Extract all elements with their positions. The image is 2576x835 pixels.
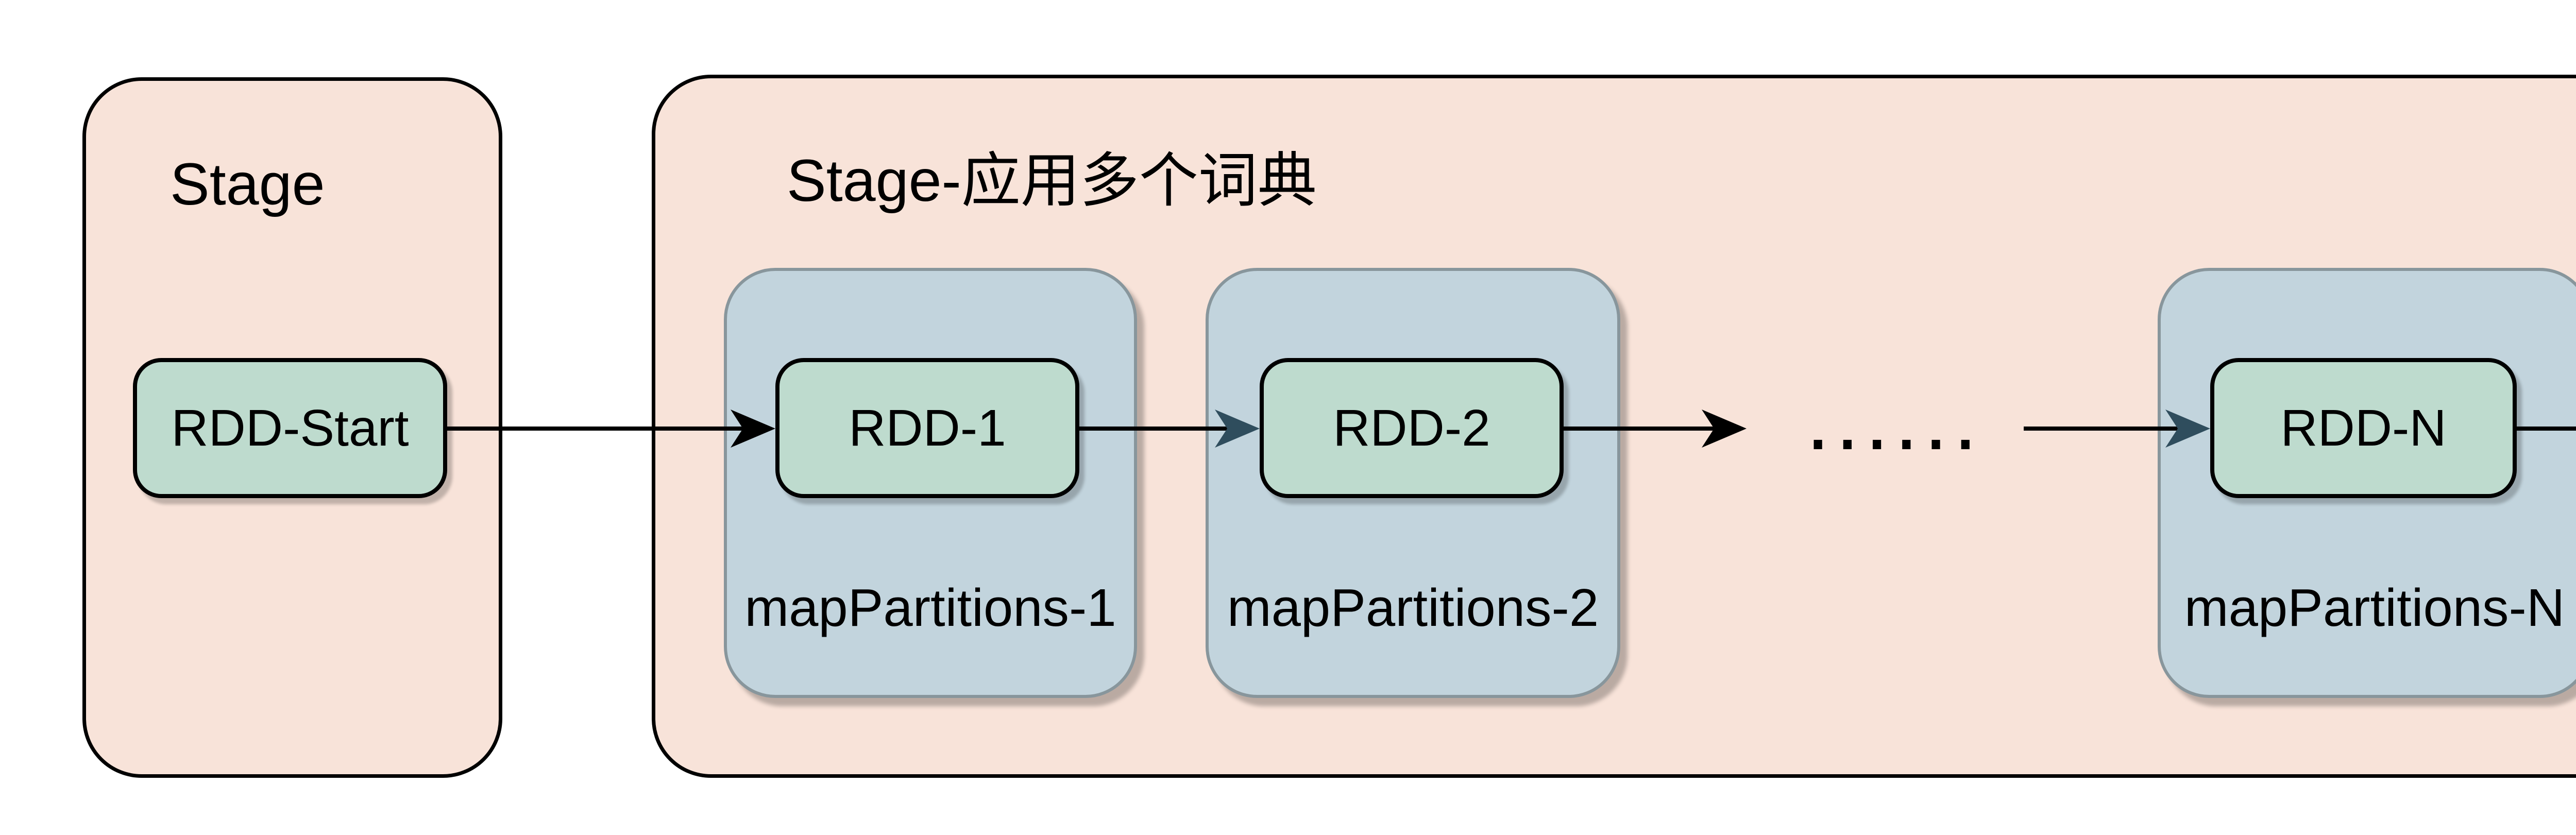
rdd-2-label: RDD-2 xyxy=(1333,399,1490,457)
map-partitions-1-label: mapPartitions-1 xyxy=(744,578,1116,637)
stage-start-label: Stage xyxy=(170,151,325,217)
rdd-start-node: RDD-Start xyxy=(133,358,447,498)
rdd-1-node: RDD-1 xyxy=(775,358,1079,498)
rdd-start-label: RDD-Start xyxy=(171,399,409,457)
rdd-1-label: RDD-1 xyxy=(849,399,1006,457)
rdd-2-node: RDD-2 xyxy=(1260,358,1564,498)
rdd-n-node: RDD-N xyxy=(2210,358,2517,498)
rdd-n-label: RDD-N xyxy=(2280,399,2447,457)
map-partitions-2-label: mapPartitions-2 xyxy=(1227,578,1599,637)
stage-middle-label: Stage-应用多个词典 xyxy=(787,148,1317,214)
map-partitions-n-label: mapPartitions-N xyxy=(2184,578,2565,637)
